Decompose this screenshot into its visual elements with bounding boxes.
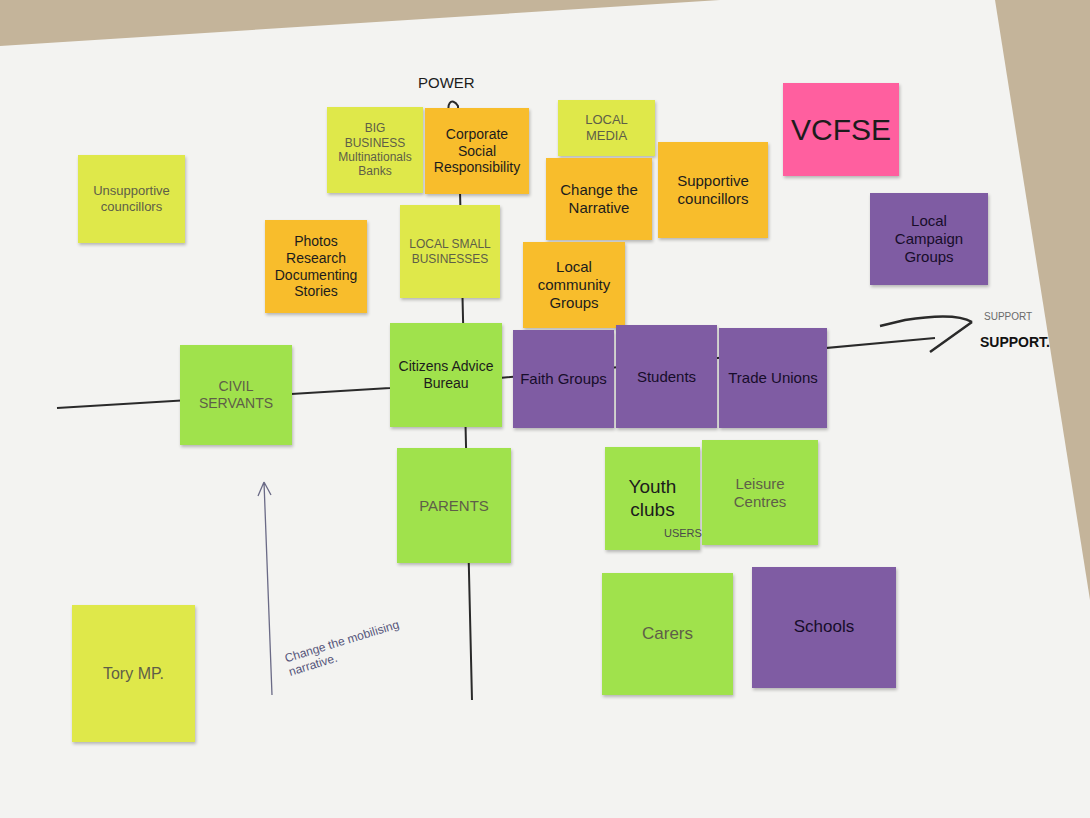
sticky-note: Unsupportive councillors <box>78 155 185 243</box>
sticky-note: Local Campaign Groups <box>870 193 988 285</box>
note-text: Faith Groups <box>520 370 607 388</box>
note-text: LOCAL MEDIA <box>565 112 648 143</box>
label-text: POWER <box>418 74 475 91</box>
note-text: LOCAL SMALL BUSINESSES <box>407 237 493 266</box>
note-text: Unsupportive councillors <box>85 183 178 214</box>
axis-arrowhead <box>880 316 972 352</box>
sticky-note: Tory MP. <box>72 605 195 742</box>
note-text: VCFSE <box>790 112 892 148</box>
note-text: Students <box>623 368 710 386</box>
axis-label: SUPPORT <box>984 311 1032 323</box>
label-text: SUPPORT <box>984 311 1032 322</box>
note-text: Change the Narrative <box>553 181 645 217</box>
note-text: BIG BUSINESS Multinationals Banks <box>334 121 416 179</box>
sticky-note: Students <box>616 325 717 428</box>
note-text: Schools <box>759 617 889 637</box>
note-text: Corporate Social Responsibility <box>432 126 522 176</box>
note-text: Trade Unions <box>726 369 820 387</box>
note-text: Local community Groups <box>530 258 618 312</box>
sticky-note: Trade Unions <box>719 328 827 428</box>
sticky-note: Citizens Advice Bureau <box>390 323 502 427</box>
label-text: SUPPORT. <box>980 334 1050 350</box>
note-text: Youth clubs <box>612 476 693 522</box>
sticky-note: CIVIL SERVANTS <box>180 345 292 445</box>
note-text: Local Campaign Groups <box>877 212 981 266</box>
note-text: Tory MP. <box>79 664 188 683</box>
note-text: CIVIL SERVANTS <box>187 378 285 412</box>
sticky-note: LOCAL SMALL BUSINESSES <box>400 205 500 298</box>
sticky-note: Corporate Social Responsibility <box>425 108 529 194</box>
sticky-note: VCFSE <box>783 83 899 176</box>
sticky-note: Change the Narrative <box>546 158 652 240</box>
sticky-note: LOCAL MEDIA <box>558 100 655 156</box>
sticky-note: Supportive councillors <box>658 142 768 238</box>
sticky-note: Schools <box>752 567 896 688</box>
sticky-note: BIG BUSINESS Multinationals Banks <box>327 107 423 193</box>
sticky-note: Local community Groups <box>523 242 625 328</box>
note-text: Citizens Advice Bureau <box>397 358 495 392</box>
note-text: Photos Research Documenting Stories <box>272 233 360 300</box>
narrative-arrow <box>258 482 272 695</box>
label-text: USERS <box>664 527 702 539</box>
note-text: Supportive councillors <box>665 172 761 208</box>
sticky-note: Leisure Centres <box>702 440 818 545</box>
axis-label: SUPPORT. <box>980 334 1050 351</box>
sticky-note: Photos Research Documenting Stories <box>265 220 367 313</box>
axis-label: USERS <box>664 527 702 540</box>
sticky-note: Carers <box>602 573 733 695</box>
note-text: Leisure Centres <box>709 475 811 511</box>
note-text: PARENTS <box>404 497 504 515</box>
sticky-note: Faith Groups <box>513 330 614 428</box>
sticky-note: PARENTS <box>397 448 511 563</box>
note-text: Carers <box>609 624 726 644</box>
axis-label: POWER <box>418 74 475 92</box>
